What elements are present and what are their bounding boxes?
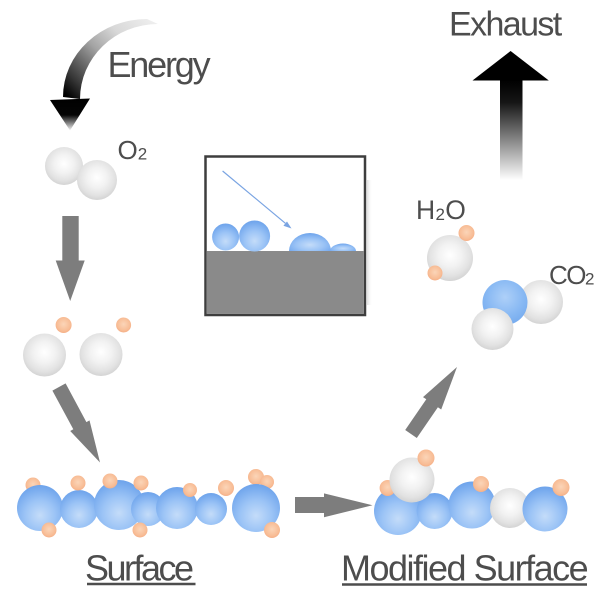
svg-text:H2O: H2O [416, 195, 466, 225]
svg-text:O2: O2 [118, 135, 148, 165]
svg-text:Modified Surface: Modified Surface [341, 548, 588, 589]
svg-text:Energy: Energy [108, 44, 211, 85]
svg-text:Surface: Surface [85, 548, 193, 589]
svg-text:Exhaust: Exhaust [449, 6, 563, 44]
svg-text:CO2: CO2 [549, 260, 594, 290]
